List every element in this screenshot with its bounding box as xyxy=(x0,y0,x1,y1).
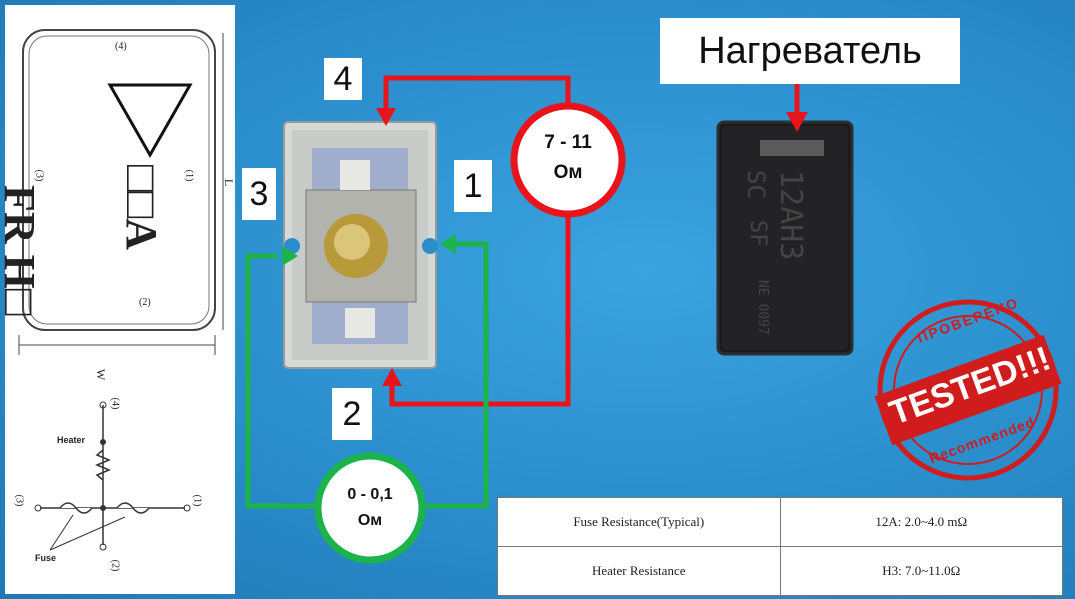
heater-resistance-spec: H3: 7.0~11.0Ω xyxy=(779,546,1063,596)
fuse-text: Fuse xyxy=(35,553,57,563)
fuse-component-photo xyxy=(716,120,854,356)
marking-line2: SC xyxy=(742,170,770,199)
heater-resistance-param: Heater Resistance xyxy=(497,546,781,596)
arrow-up-pin2-icon xyxy=(382,368,402,386)
table-row: Heater Resistance H3: 7.0~11.0Ω xyxy=(497,546,1063,596)
heater-resistance-unit: Ом xyxy=(553,162,583,183)
pkg-pin4-label: (4) xyxy=(115,41,127,52)
fuse-wire xyxy=(245,241,489,509)
arrow-down-pin4-icon xyxy=(376,108,396,126)
spec-table: Fuse Resistance(Typical) 12A: 2.0~4.0 mΩ… xyxy=(497,497,1063,596)
heater-callout-arrow-icon xyxy=(786,112,808,132)
table-row: Fuse Resistance(Typical) 12A: 2.0~4.0 mΩ xyxy=(497,497,1063,547)
heater-wire xyxy=(383,75,571,407)
pin-4-label: 4 xyxy=(324,58,362,100)
heater-resistance-circle xyxy=(510,102,626,218)
fuse-resistance-unit: Ом xyxy=(357,512,383,529)
pin-1-label: 1 xyxy=(454,160,492,212)
fuse-resistance-circle xyxy=(314,452,426,564)
fuse-resistance-param: Fuse Resistance(Typical) xyxy=(497,497,781,547)
fuse-chip-photo xyxy=(283,121,438,369)
pin-2-label: 2 xyxy=(332,388,372,440)
tested-stamp xyxy=(874,299,1062,481)
fuse-resistance-value: 0 - 0,1 xyxy=(347,486,393,503)
heater-resistor-icon xyxy=(95,449,111,481)
marking-line4: NE 0097 xyxy=(755,280,770,335)
pkg-pin2-label: (2) xyxy=(139,297,151,308)
triangle-symbol-icon xyxy=(107,83,193,159)
marking-line1: 12AH3 xyxy=(773,170,808,261)
fuse-left-icon xyxy=(59,502,93,514)
datasheet-diagram-panel: (4) (1) (3) (2) FR H□ □□A L W (4) (1) (3… xyxy=(0,5,236,594)
heater-text: Heater xyxy=(57,435,86,445)
fuse-right-icon xyxy=(116,502,150,514)
package-drawing xyxy=(18,29,224,551)
arrow-left-pin1-icon xyxy=(440,234,456,254)
marking-line3: SF xyxy=(745,220,770,247)
arrow-right-pin3-icon xyxy=(282,246,298,266)
heater-resistance-value: 7 - 11 xyxy=(544,132,592,153)
fuse-resistance-spec: 12A: 2.0~4.0 mΩ xyxy=(779,497,1063,547)
heater-callout: Нагреватель xyxy=(660,18,960,84)
pin-3-label: 3 xyxy=(242,168,276,220)
